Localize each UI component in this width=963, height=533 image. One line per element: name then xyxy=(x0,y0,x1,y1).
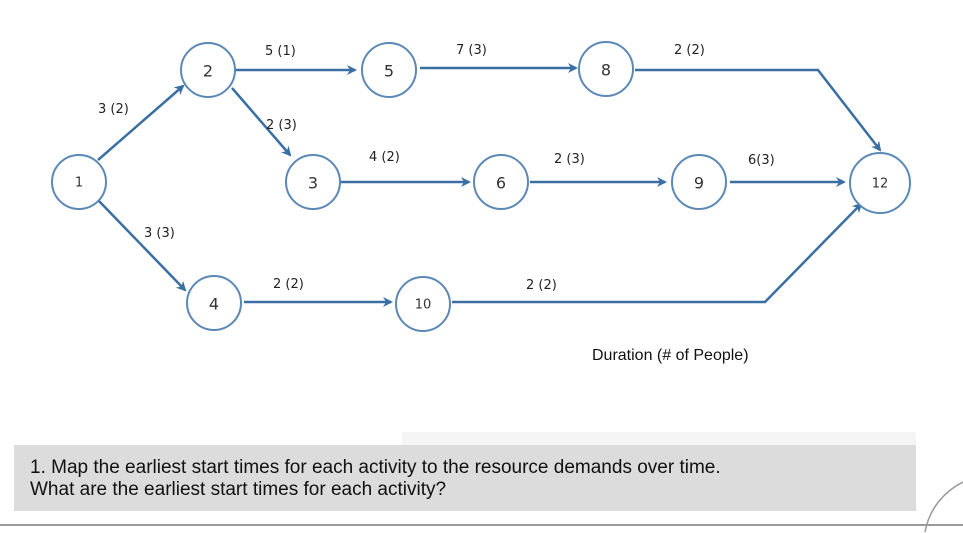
edge-label-1-4: 3 (3) xyxy=(144,226,175,241)
node-circle xyxy=(849,152,911,214)
node-9: 9 xyxy=(671,154,727,210)
node-label: 5 xyxy=(384,62,394,81)
node-label: 6 xyxy=(496,174,506,193)
node-circle xyxy=(395,276,451,332)
edge-label-1-2: 3 (2) xyxy=(98,102,129,117)
node-label: 1 xyxy=(75,176,83,191)
node-label: 2 xyxy=(203,62,213,81)
node-1: 1 xyxy=(51,154,107,210)
node-5: 5 xyxy=(361,42,417,98)
node-4: 4 xyxy=(186,275,242,331)
node-circle xyxy=(361,42,417,98)
node-label: 4 xyxy=(209,295,219,314)
edge-label-8-12: 2 (2) xyxy=(674,43,705,58)
node-2: 2 xyxy=(180,42,236,98)
edge-8-12 xyxy=(635,68,882,152)
node-circle xyxy=(51,154,107,210)
bottom-divider xyxy=(0,524,963,526)
edge-10-12 xyxy=(452,202,863,304)
edges xyxy=(97,63,882,307)
edge-label-9-12: 6(3) xyxy=(748,153,775,168)
edge-label-5-8: 7 (3) xyxy=(456,43,487,58)
edge-1-4 xyxy=(97,199,187,292)
node-circle xyxy=(578,41,634,97)
node-circle xyxy=(180,42,236,98)
activity-network-diagram: 3 (2) 3 (3) 5 (1) 2 (3) 7 (3) 2 (2) 4 (2… xyxy=(51,41,911,364)
page-curl-icon xyxy=(924,481,963,533)
edge-label-10-12: 2 (2) xyxy=(526,278,557,293)
edge-1-2 xyxy=(97,84,185,161)
node-10: 10 xyxy=(395,276,451,332)
edge-label-3-6: 4 (2) xyxy=(369,150,400,165)
edge-label-2-5: 5 (1) xyxy=(265,44,296,59)
node-circle xyxy=(473,154,529,210)
edge-labels: 3 (2) 3 (3) 5 (1) 2 (3) 7 (3) 2 (2) 4 (2… xyxy=(98,43,775,293)
node-label: 12 xyxy=(872,177,889,192)
node-6: 6 xyxy=(473,154,529,210)
edge-label-4-10: 2 (2) xyxy=(273,277,304,292)
node-circle xyxy=(671,154,727,210)
node-label: 3 xyxy=(308,174,318,193)
legend-text: Duration (# of People) xyxy=(592,347,749,364)
node-12: 12 xyxy=(849,152,911,214)
node-circle xyxy=(186,275,242,331)
question-box: 1. Map the earliest start times for each… xyxy=(14,445,916,511)
edge-2-3 xyxy=(231,87,292,157)
node-8: 8 xyxy=(578,41,634,97)
node-circle xyxy=(285,154,341,210)
node-label: 8 xyxy=(601,61,611,80)
question-line-1: 1. Map the earliest start times for each… xyxy=(30,457,721,478)
question-line-2: What are the earliest start times for ea… xyxy=(30,479,447,500)
node-3: 3 xyxy=(285,154,341,210)
edge-label-2-3: 2 (3) xyxy=(266,118,297,133)
edge-label-6-9: 2 (3) xyxy=(554,152,585,167)
question-top-edge xyxy=(402,432,916,445)
node-label: 9 xyxy=(694,174,704,193)
node-label: 10 xyxy=(415,298,432,313)
